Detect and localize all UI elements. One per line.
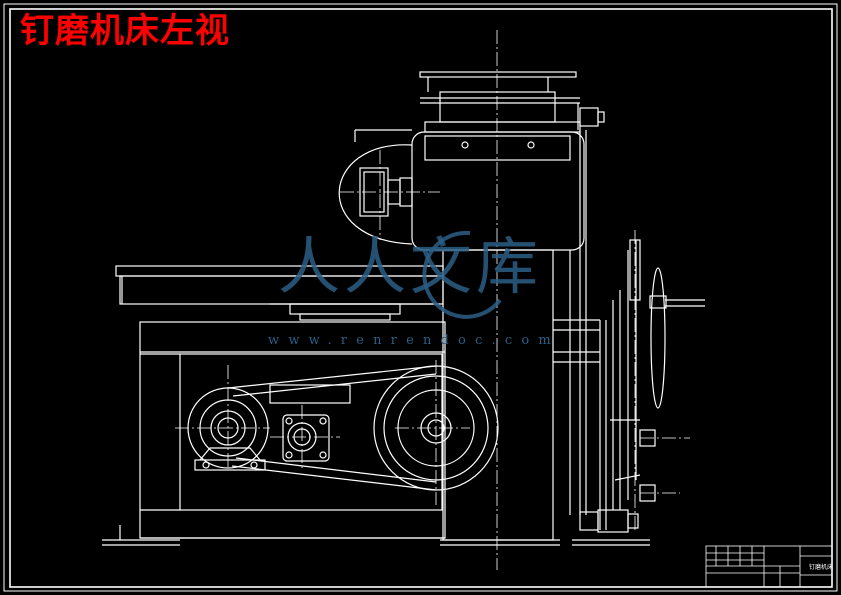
motor-mount <box>194 459 266 471</box>
belt-drive <box>187 365 499 491</box>
title-block-name: 钉磨机床 <box>809 564 834 571</box>
worktable <box>115 265 444 321</box>
v-belt-top <box>227 365 437 389</box>
title-block <box>705 545 833 588</box>
machine-base <box>102 525 650 546</box>
handwheel-assembly <box>579 239 705 533</box>
lower-cabinet <box>139 321 446 539</box>
watermark-logo <box>422 230 502 319</box>
motor-housing <box>338 129 413 245</box>
watermark-url: www.renrendoc.com <box>268 333 560 348</box>
watermark-text: 人人文库 <box>278 230 543 303</box>
inner-border <box>9 8 833 588</box>
drawing-title: 钉磨机床左视 <box>20 11 230 51</box>
center-lines <box>175 30 690 570</box>
v-belt-bottom <box>231 465 437 491</box>
outer-border <box>3 3 838 592</box>
bearing-block <box>282 414 330 462</box>
